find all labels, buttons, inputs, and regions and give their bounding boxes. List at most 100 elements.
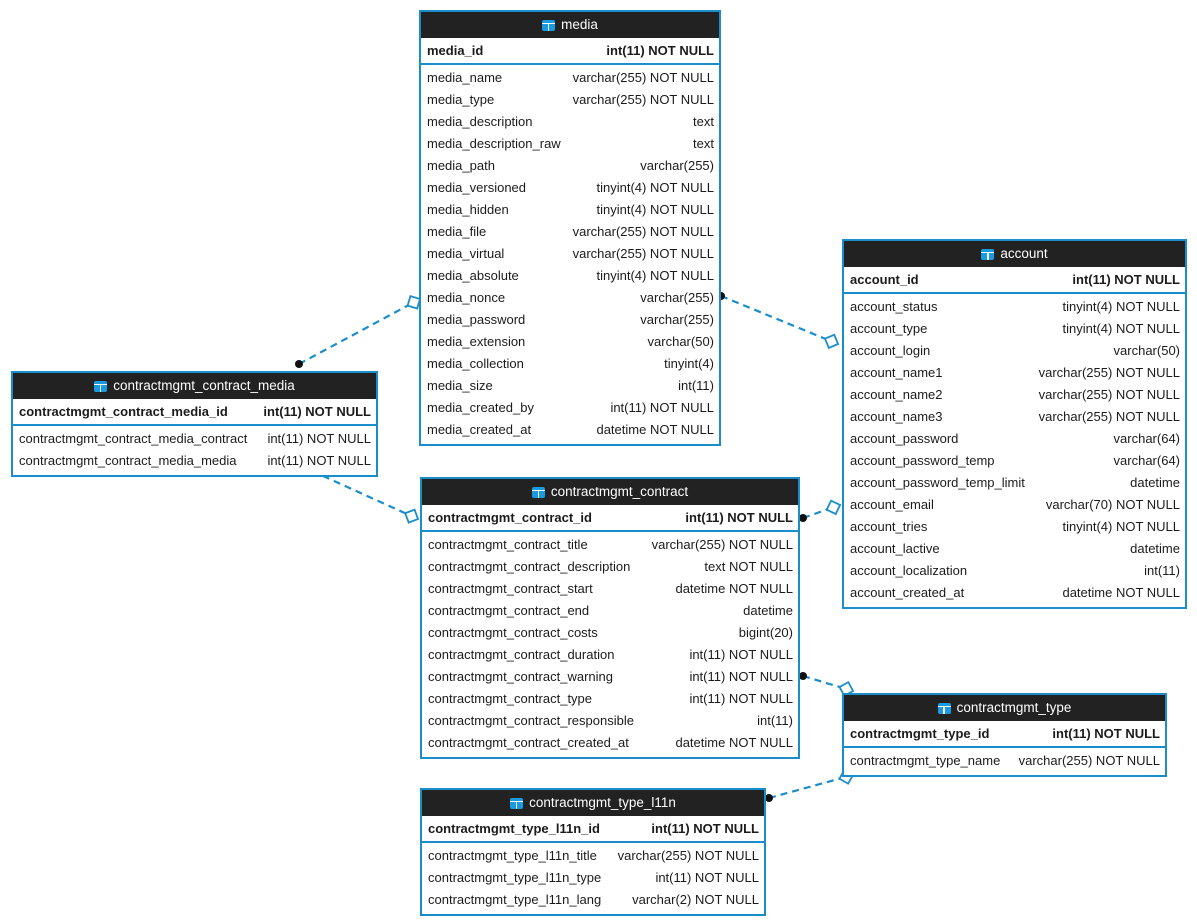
column-row[interactable]: media_versioned tinyint(4) NOT NULL <box>421 177 719 199</box>
column-type: datetime <box>1130 475 1180 490</box>
relationship-rel-typel11n-type[interactable] <box>765 768 855 802</box>
relationship-rel-media-account[interactable] <box>717 292 840 350</box>
entity-contractmgmt_contract[interactable]: contractmgmt_contract contractmgmt_contra… <box>420 477 800 759</box>
column-name: account_lactive <box>850 541 940 556</box>
column-type: datetime <box>743 603 793 618</box>
column-row[interactable]: contractmgmt_contract_warning int(11) NOT… <box>422 666 798 688</box>
column-type: int(11) NOT NULL <box>267 431 371 446</box>
entity-title: contractmgmt_contract <box>550 484 689 499</box>
column-name: media_virtual <box>427 246 505 261</box>
column-name: contractmgmt_contract_title <box>428 537 588 552</box>
relationship-rel-contract-account[interactable] <box>799 499 842 522</box>
entity-header[interactable]: contractmgmt_contract <box>422 479 798 505</box>
entity-header[interactable]: contractmgmt_type <box>844 695 1165 721</box>
column-name: account_email <box>850 497 934 512</box>
column-name: contractmgmt_contract_duration <box>428 647 615 662</box>
column-row[interactable]: account_login varchar(50) <box>844 340 1185 362</box>
column-name: media_path <box>427 158 495 173</box>
column-name: contractmgmt_contract_costs <box>428 625 598 640</box>
entity-title: account <box>1000 246 1048 261</box>
column-type: varchar(50) <box>1113 343 1180 358</box>
column-name: media_size <box>427 378 493 393</box>
entity-title: contractmgmt_type <box>956 700 1072 715</box>
table-icon <box>542 19 556 31</box>
column-name: contractmgmt_type_l11n_type <box>428 870 602 885</box>
relationship-rel-contractmedia-media[interactable] <box>295 294 422 368</box>
relationship-line <box>802 503 841 520</box>
column-type: varchar(50) <box>647 334 714 349</box>
entity-header[interactable]: contractmgmt_contract_media <box>13 373 376 399</box>
entity-header[interactable]: account <box>844 241 1185 267</box>
entity-header[interactable]: media <box>421 12 719 38</box>
column-name: account_login <box>850 343 931 358</box>
column-name: contractmgmt_contract_start <box>428 581 593 596</box>
column-name: media_versioned <box>427 180 527 195</box>
table-icon <box>531 486 545 498</box>
column-name: contractmgmt_type_name <box>850 753 1001 768</box>
entity-header[interactable]: contractmgmt_type_l11n <box>422 790 764 816</box>
column-name: contractmgmt_contract_warning <box>428 669 613 684</box>
column-type: int(11) NOT NULL <box>689 669 793 684</box>
column-type: varchar(255) NOT NULL <box>1038 387 1180 402</box>
column-type: text <box>693 136 714 151</box>
column-type: tinyint(4) NOT NULL <box>596 180 714 195</box>
